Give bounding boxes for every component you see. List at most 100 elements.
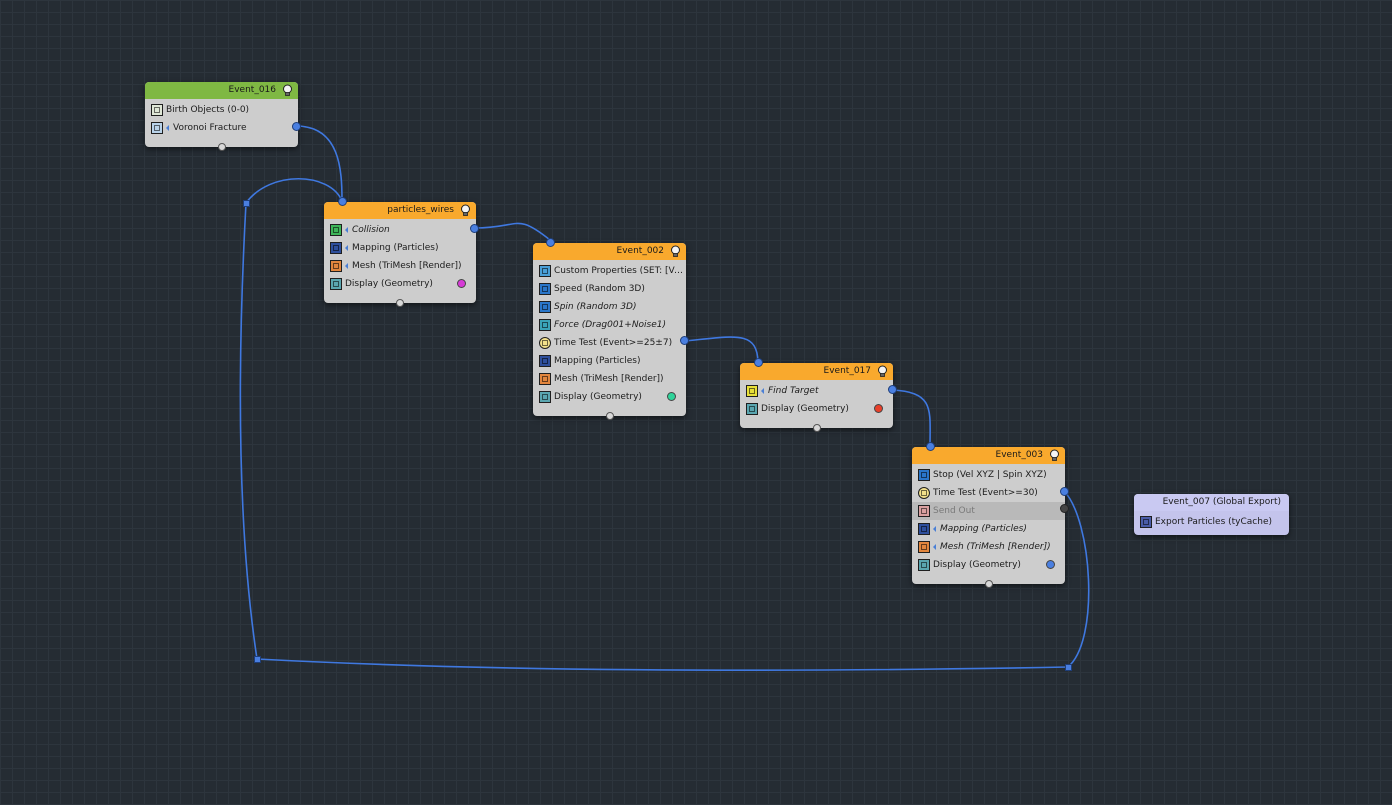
operator-label: Birth Objects (0-0) — [166, 105, 250, 115]
wire-event016-to-particles-wires — [295, 125, 343, 202]
custom-properties-icon — [539, 265, 551, 277]
operator-arrow-icon — [166, 124, 170, 132]
wire-particles-wires-to-event002 — [474, 222, 551, 241]
node-output-connector[interactable] — [396, 299, 404, 307]
operator-display[interactable]: Display (Geometry) — [533, 388, 686, 406]
event-node-event-002[interactable]: Event_002 Custom Properties (SET: [Ve...… — [533, 238, 689, 420]
operator-label: Mesh (TriMesh [Render]) — [352, 261, 462, 271]
event-header[interactable]: Event_007 (Global Export) — [1134, 494, 1289, 511]
event-node-event-007-global-export[interactable]: Event_007 (Global Export) Export Particl… — [1134, 494, 1289, 535]
mapping-icon — [539, 355, 551, 367]
mesh-icon — [918, 541, 930, 553]
node-output-connector[interactable] — [984, 580, 993, 588]
event-node-event-017[interactable]: Event_017 Find Target Display (Geometry) — [740, 358, 897, 432]
operator-label: Collision — [352, 225, 390, 235]
event-node-particles-wires[interactable]: particles_wires Collision Mapping (Parti… — [324, 197, 479, 307]
input-port[interactable] — [926, 442, 935, 451]
lightbulb-icon[interactable] — [459, 204, 472, 217]
wire-control-point[interactable] — [1065, 664, 1072, 671]
input-port[interactable] — [546, 238, 555, 247]
operator-mapping[interactable]: Mapping (Particles) — [912, 520, 1065, 538]
operator-force[interactable]: Force (Drag001+Noise1) — [533, 316, 686, 334]
operator-stop[interactable]: Stop (Vel XYZ | Spin XYZ) — [912, 466, 1065, 484]
operator-time-test[interactable]: Time Test (Event>=30) — [912, 484, 1065, 502]
operator-collision[interactable]: Collision — [324, 221, 476, 239]
operator-label: Display (Geometry) — [345, 279, 433, 289]
display-color-swatch[interactable] — [874, 404, 883, 413]
node-output-connector[interactable] — [605, 412, 614, 420]
operator-birth-objects[interactable]: Birth Objects (0-0) — [145, 101, 298, 119]
operator-label: Force (Drag001+Noise1) — [554, 320, 667, 330]
speed-icon — [539, 283, 551, 295]
lightbulb-icon[interactable] — [876, 365, 889, 378]
input-port[interactable] — [754, 358, 763, 367]
stop-icon — [918, 469, 930, 481]
event-title: Event_003 — [995, 450, 1043, 460]
event-header[interactable]: particles_wires — [324, 202, 476, 219]
event-node-event-003[interactable]: Event_003 Stop (Vel XYZ | Spin XYZ) Time… — [912, 442, 1069, 588]
operator-label: Display (Geometry) — [761, 404, 849, 414]
operator-custom-properties[interactable]: Custom Properties (SET: [Ve... — [533, 262, 686, 280]
operator-mesh[interactable]: Mesh (TriMesh [Render]) — [324, 257, 476, 275]
send-out-port[interactable] — [1060, 504, 1069, 513]
operator-voronoi-fracture[interactable]: Voronoi Fracture — [145, 119, 298, 137]
operator-label: Export Particles (tyCache) — [1155, 517, 1272, 527]
operator-label: Stop (Vel XYZ | Spin XYZ) — [933, 470, 1047, 480]
input-port[interactable] — [338, 197, 347, 206]
output-port[interactable] — [888, 385, 897, 394]
operator-label: Mapping (Particles) — [352, 243, 439, 253]
operator-label: Spin (Random 3D) — [554, 302, 637, 312]
event-node-event-016[interactable]: Event_016 Birth Objects (0-0) Voronoi Fr… — [145, 82, 301, 151]
export-particles-icon — [1140, 516, 1152, 528]
operator-mapping[interactable]: Mapping (Particles) — [533, 352, 686, 370]
operator-export-particles[interactable]: Export Particles (tyCache) — [1134, 513, 1289, 531]
wire-event002-to-event017 — [684, 336, 759, 363]
operator-display[interactable]: Display (Geometry) — [912, 556, 1065, 574]
display-icon — [746, 403, 758, 415]
lightbulb-icon[interactable] — [281, 84, 294, 97]
event-header[interactable]: Event_003 — [912, 447, 1065, 464]
spin-icon — [539, 301, 551, 313]
event-title: Event_002 — [616, 246, 664, 256]
operator-mesh[interactable]: Mesh (TriMesh [Render]) — [912, 538, 1065, 556]
operator-time-test[interactable]: Time Test (Event>=25±7) — [533, 334, 686, 352]
lightbulb-icon[interactable] — [669, 245, 682, 258]
operator-label: Display (Geometry) — [554, 392, 642, 402]
event-title: Event_017 — [823, 366, 871, 376]
operator-label: Voronoi Fracture — [173, 123, 247, 133]
operator-display[interactable]: Display (Geometry) — [324, 275, 476, 293]
operator-arrow-icon — [761, 387, 765, 395]
display-color-swatch[interactable] — [1046, 560, 1055, 569]
event-header[interactable]: Event_017 — [740, 363, 893, 380]
output-port[interactable] — [292, 122, 301, 131]
wire-event017-to-event003 — [891, 389, 931, 448]
output-port[interactable] — [470, 224, 479, 233]
event-header[interactable]: Event_016 — [145, 82, 298, 99]
operator-speed[interactable]: Speed (Random 3D) — [533, 280, 686, 298]
display-icon — [330, 278, 342, 290]
event-header[interactable]: Event_002 — [533, 243, 686, 260]
node-output-connector[interactable] — [812, 424, 821, 432]
find-target-icon — [746, 385, 758, 397]
wire-control-point[interactable] — [243, 200, 250, 207]
operator-mesh[interactable]: Mesh (TriMesh [Render]) — [533, 370, 686, 388]
display-color-swatch[interactable] — [457, 279, 466, 288]
operator-send-out[interactable]: Send Out — [912, 502, 1065, 520]
operator-spin[interactable]: Spin (Random 3D) — [533, 298, 686, 316]
wire-control-point[interactable] — [254, 656, 261, 663]
output-port[interactable] — [1060, 487, 1069, 496]
operator-arrow-icon — [345, 226, 349, 234]
send-out-icon — [918, 505, 930, 517]
output-port[interactable] — [680, 336, 689, 345]
display-color-swatch[interactable] — [667, 392, 676, 401]
operator-display[interactable]: Display (Geometry) — [740, 400, 893, 418]
operator-mapping[interactable]: Mapping (Particles) — [324, 239, 476, 257]
operator-find-target[interactable]: Find Target — [740, 382, 893, 400]
operator-label: Mesh (TriMesh [Render]) — [554, 374, 664, 384]
collision-icon — [330, 224, 342, 236]
node-output-connector[interactable] — [217, 143, 226, 151]
lightbulb-icon[interactable] — [1048, 449, 1061, 462]
force-icon — [539, 319, 551, 331]
operator-label: Mapping (Particles) — [940, 524, 1027, 534]
operator-label: Custom Properties (SET: [Ve... — [554, 266, 686, 276]
